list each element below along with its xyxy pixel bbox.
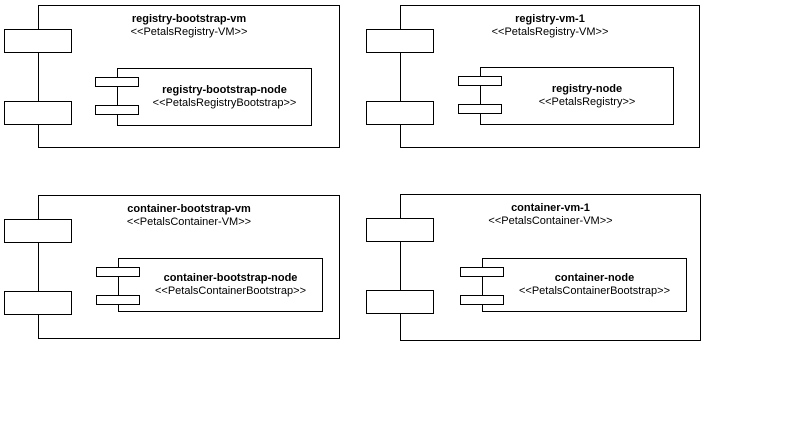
component-tab-icon [458, 76, 502, 86]
component-tab-icon [95, 105, 139, 115]
component-title: container-bootstrap-vm <<PetalsContainer… [39, 203, 339, 229]
component-name: container-vm-1 [511, 202, 590, 214]
component-name: container-bootstrap-vm [127, 203, 251, 215]
component-title: registry-vm-1 <<PetalsRegistry-VM>> [401, 13, 699, 39]
node-stereotype: <<PetalsRegistryBootstrap>> [152, 97, 297, 109]
node-name: registry-bootstrap-node [162, 84, 287, 96]
node-title: container-bootstrap-node <<PetalsContain… [141, 259, 320, 311]
component-registry-bootstrap-vm: registry-bootstrap-vm <<PetalsRegistry-V… [4, 5, 340, 148]
node-container-bootstrap-node: container-bootstrap-node <<PetalsContain… [96, 258, 323, 312]
component-name: registry-bootstrap-vm [131, 13, 247, 25]
component-tab-icon [366, 218, 434, 242]
component-stereotype: <<PetalsRegistry-VM>> [130, 26, 248, 38]
component-tab-icon [4, 291, 72, 315]
component-stereotype: <<PetalsRegistry-VM>> [491, 26, 609, 38]
component-container-vm-1: container-vm-1 <<PetalsContainer-VM>> co… [366, 194, 701, 341]
node-stereotype: <<PetalsRegistry>> [538, 96, 636, 108]
node-registry-node: registry-node <<PetalsRegistry>> [458, 67, 674, 125]
component-title: container-vm-1 <<PetalsContainer-VM>> [401, 202, 700, 228]
node-stereotype: <<PetalsContainerBootstrap>> [518, 285, 671, 297]
component-tab-icon [460, 295, 504, 305]
node-registry-bootstrap-node: registry-bootstrap-node <<PetalsRegistry… [95, 68, 312, 126]
component-tab-icon [460, 267, 504, 277]
component-tab-icon [366, 29, 434, 53]
node-container-node: container-node <<PetalsContainerBootstra… [460, 258, 687, 312]
component-tab-icon [96, 295, 140, 305]
node-name: container-bootstrap-node [163, 272, 298, 284]
component-tab-icon [95, 77, 139, 87]
component-registry-vm-1: registry-vm-1 <<PetalsRegistry-VM>> regi… [366, 5, 700, 148]
node-name: registry-node [551, 83, 623, 95]
component-name: registry-vm-1 [515, 13, 585, 25]
component-title: registry-bootstrap-vm <<PetalsRegistry-V… [39, 13, 339, 39]
component-tab-icon [458, 104, 502, 114]
component-tab-icon [366, 101, 434, 125]
component-tab-icon [4, 29, 72, 53]
node-name: container-node [554, 272, 635, 284]
component-tab-icon [4, 101, 72, 125]
component-container-bootstrap-vm: container-bootstrap-vm <<PetalsContainer… [4, 195, 340, 339]
component-tab-icon [4, 219, 72, 243]
component-stereotype: <<PetalsContainer-VM>> [126, 216, 252, 228]
node-title: registry-node <<PetalsRegistry>> [503, 68, 671, 124]
node-title: registry-bootstrap-node <<PetalsRegistry… [140, 69, 309, 125]
node-stereotype: <<PetalsContainerBootstrap>> [154, 285, 307, 297]
component-tab-icon [96, 267, 140, 277]
component-tab-icon [366, 290, 434, 314]
component-stereotype: <<PetalsContainer-VM>> [488, 215, 613, 227]
node-title: container-node <<PetalsContainerBootstra… [505, 259, 684, 311]
